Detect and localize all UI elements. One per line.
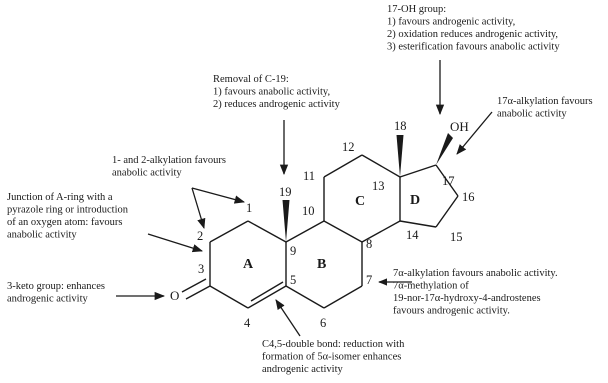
atom-11-label: 11 [303, 169, 315, 183]
ring-b-label: B [317, 257, 326, 272]
c4-c5-double-bond [250, 281, 284, 302]
hydroxyl-label: OH [450, 119, 469, 134]
atom-15-label: 15 [450, 230, 463, 244]
ring-a-label: A [243, 257, 254, 272]
annotation-arrows [116, 60, 493, 337]
atom-3-label: 3 [198, 262, 204, 276]
atom-numbers: 1 2 3 4 5 6 7 8 9 10 11 12 13 14 15 16 1… [170, 119, 475, 330]
arrow-2-alkylation [191, 187, 206, 229]
atom-9-label: 9 [290, 244, 296, 258]
c19-methyl-wedge [282, 200, 290, 242]
carbonyl-oxygen-label: O [170, 288, 179, 303]
arrow-a-ring-junction [147, 233, 203, 253]
arrow-1-alkylation [191, 187, 246, 204]
atom-17-label: 17 [442, 174, 455, 188]
arrow-c4-5-double-bond [275, 299, 301, 337]
ring-d-label: D [410, 193, 420, 208]
atom-8-label: 8 [366, 237, 372, 251]
atom-6-label: 6 [320, 316, 326, 330]
c18-methyl-wedge [396, 135, 404, 177]
atom-14-label: 14 [406, 228, 419, 242]
ring-c-bonds [323, 154, 401, 243]
annotation-a-ring-junction: Junction of A-ring with a pyrazole ring … [7, 192, 131, 241]
ring-d-bonds [399, 164, 459, 228]
ring-labels: A B C D [243, 193, 420, 272]
ring-b-bonds [285, 220, 363, 309]
annotation-3-keto: 3-keto group: enhances androgenic activi… [7, 281, 108, 305]
atom-1-label: 1 [246, 201, 252, 215]
atom-19-label: 19 [279, 185, 292, 199]
atom-16-label: 16 [462, 190, 475, 204]
atom-10-label: 10 [302, 204, 315, 218]
annotation-c4-5-double-bond: C4,5-double bond: reduction with formati… [262, 339, 407, 375]
c3-carbonyl [181, 278, 211, 300]
atom-18-label: 18 [394, 119, 407, 133]
atom-13-label: 13 [372, 179, 385, 193]
arrow-17-alpha [456, 111, 493, 155]
oh-17-wedge [436, 133, 453, 165]
atom-7-label: 7 [366, 273, 372, 287]
annotation-1-2-alkylation: 1- and 2-alkylation favours anabolic act… [112, 155, 229, 179]
annotation-17-oh: 17-OH group: 1) favours androgenic activ… [387, 4, 561, 53]
annotation-17-alpha-alkylation: 17α-alkylation favours anabolic activity [497, 96, 595, 120]
annotation-c19-removal: Removal of C-19: 1) favours anabolic act… [213, 74, 341, 110]
annotation-7-alpha: 7α-alkylation favours anabolic activity.… [393, 268, 560, 317]
ring-c-label: C [355, 194, 365, 209]
atom-5-label: 5 [290, 273, 296, 287]
atom-2-label: 2 [197, 229, 203, 243]
atom-12-label: 12 [342, 140, 355, 154]
steroid-skeleton [181, 133, 459, 309]
ring-a-bonds [209, 220, 287, 309]
atom-4-label: 4 [244, 316, 251, 330]
